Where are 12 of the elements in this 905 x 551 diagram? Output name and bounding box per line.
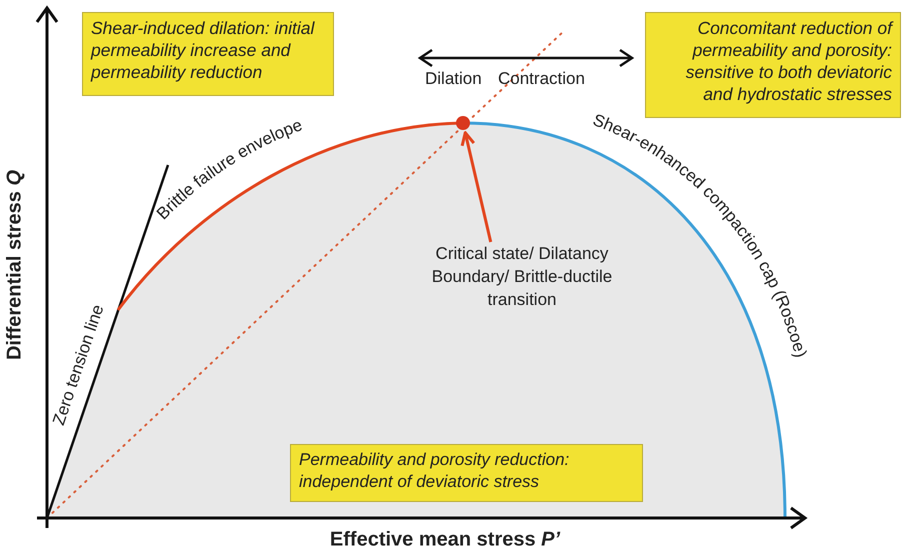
dilation-label: Dilation bbox=[425, 69, 482, 89]
annotation-box bbox=[290, 444, 643, 502]
contraction-label: Contraction bbox=[498, 69, 585, 89]
axis-title: Effective mean stress P’ bbox=[330, 528, 560, 551]
annotation-text: Concomitant reduction of permeability and porosity: sensitive to both deviatoric and hydrostatic stresses bbox=[684, 17, 892, 105]
arrow bbox=[460, 131, 492, 242]
critical-point-marker bbox=[456, 116, 470, 130]
annotation-box bbox=[82, 12, 334, 96]
annotation-text: Permeability and porosity reduction: independent of deviatoric stress bbox=[299, 449, 570, 493]
callout-text: Critical state/ Dilatancy Boundary/ Brittle-ductile transition bbox=[430, 243, 614, 311]
annotation-text: Shear-induced dilation: initial permeability increase and permeability reduction bbox=[91, 17, 316, 83]
axis-title: Differential stress Q bbox=[4, 170, 26, 360]
